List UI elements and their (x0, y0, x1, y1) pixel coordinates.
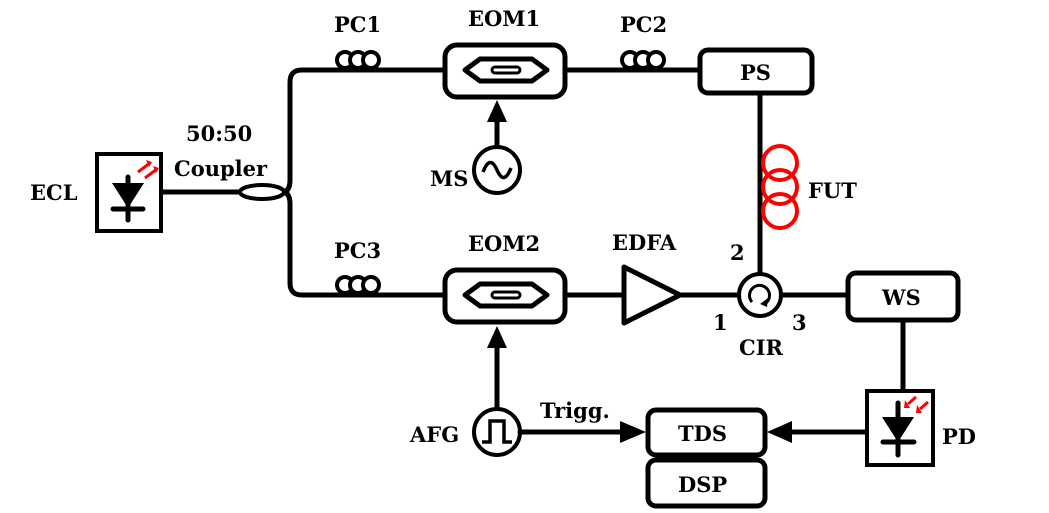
port2-label: 2 (730, 240, 745, 265)
afg-pulse-source-icon (472, 407, 522, 457)
trigger-label: Trigg. (540, 398, 610, 423)
arrow-up-icon (487, 326, 507, 348)
circulator-icon (737, 272, 783, 318)
coupler-ratio-label: 50:50 (186, 121, 252, 146)
port3-label: 3 (792, 310, 807, 335)
pd-label: PD (942, 424, 976, 449)
arrow-right-icon (620, 421, 646, 443)
fut-label: FUT (808, 178, 857, 203)
dsp-label: DSP (678, 472, 727, 497)
eom1-modulator (442, 42, 568, 100)
ms-sine-source-icon (472, 145, 522, 195)
edfa-label: EDFA (612, 230, 677, 255)
ps-box (697, 47, 815, 96)
afg-label: AFG (409, 422, 459, 447)
pc2-coil-icon (620, 50, 666, 70)
pc3-label: PC3 (334, 238, 381, 263)
ws-box (845, 270, 961, 323)
arrow-left-icon (767, 421, 792, 443)
pc2-label: PC2 (620, 12, 667, 37)
tds-label: TDS (678, 421, 727, 446)
eom2-label: EOM2 (468, 231, 540, 256)
light-input-arrows-icon (907, 395, 929, 411)
eom1-label: EOM1 (468, 6, 540, 31)
pd-photodiode (865, 389, 935, 467)
dsp-box (645, 457, 768, 509)
fut-coil-icon (761, 144, 799, 230)
port1-label: 1 (713, 310, 728, 335)
coupler-label: Coupler (174, 156, 268, 181)
pc3-coil-icon (335, 275, 381, 295)
tds-box (645, 407, 768, 458)
coupler-icon (238, 183, 286, 201)
cir-label: CIR (739, 335, 784, 360)
arrow-up-icon (487, 100, 507, 122)
pc1-coil-icon (335, 50, 381, 70)
eom2-modulator (442, 267, 568, 325)
pc1-label: PC1 (334, 12, 381, 37)
ps-label: PS (740, 60, 771, 85)
ws-label: WS (881, 285, 921, 310)
fiber-paths (159, 67, 906, 393)
ecl-label: ECL (30, 180, 78, 205)
edfa-amplifier-icon (621, 264, 683, 326)
ms-label: MS (430, 166, 468, 191)
ecl-laser (95, 152, 163, 233)
